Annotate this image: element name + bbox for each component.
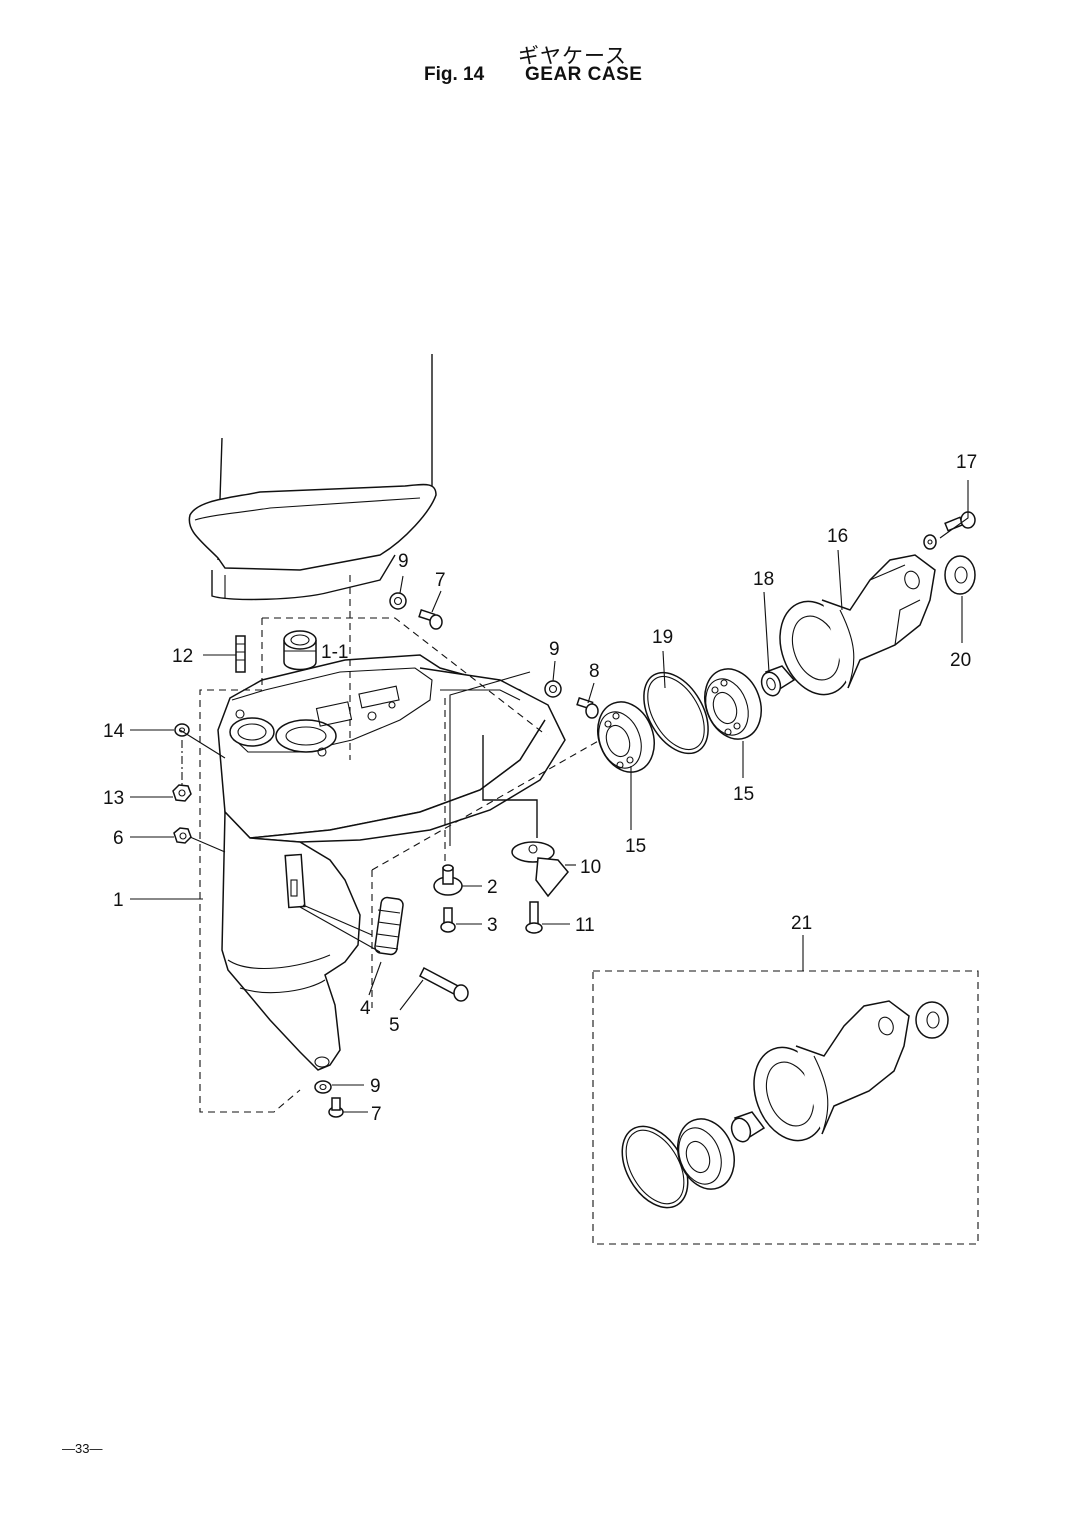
- assembly-outline: [199, 575, 547, 1113]
- part-5-bolt: [419, 966, 469, 1002]
- callout-11: 11: [575, 915, 595, 936]
- part-19-o-ring: [643, 671, 709, 755]
- callout-20: 20: [950, 650, 971, 671]
- callout-labels: 1 1-1 2 3 4 5 6 7 7 8 9 9 9 10 11 12 13 …: [103, 452, 977, 1125]
- callout-7-lower: 7: [371, 1104, 382, 1125]
- callout-2: 2: [487, 877, 498, 898]
- part-9-washer-lower: [314, 1080, 332, 1094]
- figure-number: Fig. 14: [424, 64, 485, 85]
- part-7-screw-lower: [328, 1097, 344, 1118]
- title-japanese: ギヤケース: [518, 44, 627, 68]
- kit-21-parts: [621, 1000, 949, 1209]
- callout-8: 8: [589, 661, 600, 682]
- callout-5: 5: [389, 1015, 400, 1036]
- callout-9-lower: 9: [370, 1076, 381, 1097]
- callout-1-1: 1-1: [321, 642, 348, 663]
- part-13-nut: [172, 784, 192, 802]
- callout-4: 4: [360, 998, 371, 1019]
- part-20-seal: [944, 555, 976, 595]
- callout-10: 10: [580, 857, 601, 878]
- callout-16: 16: [827, 526, 848, 547]
- part-12-stud: [235, 635, 246, 673]
- part-17-bolt-washer: [923, 511, 976, 550]
- callout-12: 12: [172, 646, 193, 667]
- part-4-grommet: [374, 896, 404, 956]
- part-8-screw: [576, 697, 599, 719]
- part-9-washer-upper: [389, 592, 407, 610]
- callout-18: 18: [753, 569, 774, 590]
- callout-17: 17: [956, 452, 977, 473]
- part-10-trim-tab: [511, 841, 569, 898]
- callout-15-upper: 15: [733, 784, 754, 805]
- callout-19: 19: [652, 627, 673, 648]
- callout-3: 3: [487, 915, 498, 936]
- callout-7-upper: 7: [435, 570, 446, 591]
- callout-9-upper: 9: [398, 551, 409, 572]
- callout-14: 14: [103, 721, 125, 742]
- callout-21: 21: [791, 913, 812, 934]
- callout-6: 6: [113, 828, 124, 849]
- drive-shaft-housing: [188, 354, 437, 601]
- callout-9-mid: 9: [549, 639, 560, 660]
- part-7-screw-upper: [418, 609, 443, 630]
- part-16-bearing-housing: [779, 554, 936, 696]
- part-6-nut: [173, 827, 192, 844]
- part-18-needle-bearing: [760, 665, 796, 697]
- part-3-bolt: [440, 907, 456, 933]
- figure-title: GEAR CASE: [525, 64, 643, 85]
- part-2-anode: [433, 864, 463, 896]
- part-15-bearing-lower: [597, 701, 655, 773]
- part-15-bearing-upper: [704, 668, 762, 740]
- part-9-washer-mid: [544, 680, 562, 698]
- kit-21-outline: [592, 970, 979, 1245]
- part-11-bolt: [525, 901, 543, 934]
- callout-1: 1: [113, 890, 124, 911]
- part-1-1-bushing: [283, 630, 317, 671]
- leader-lines: [130, 480, 969, 1113]
- callout-13: 13: [103, 788, 124, 809]
- callout-15-lower: 15: [625, 836, 646, 857]
- gear-case-body: [217, 654, 566, 1071]
- page-number: —33—: [62, 1441, 103, 1456]
